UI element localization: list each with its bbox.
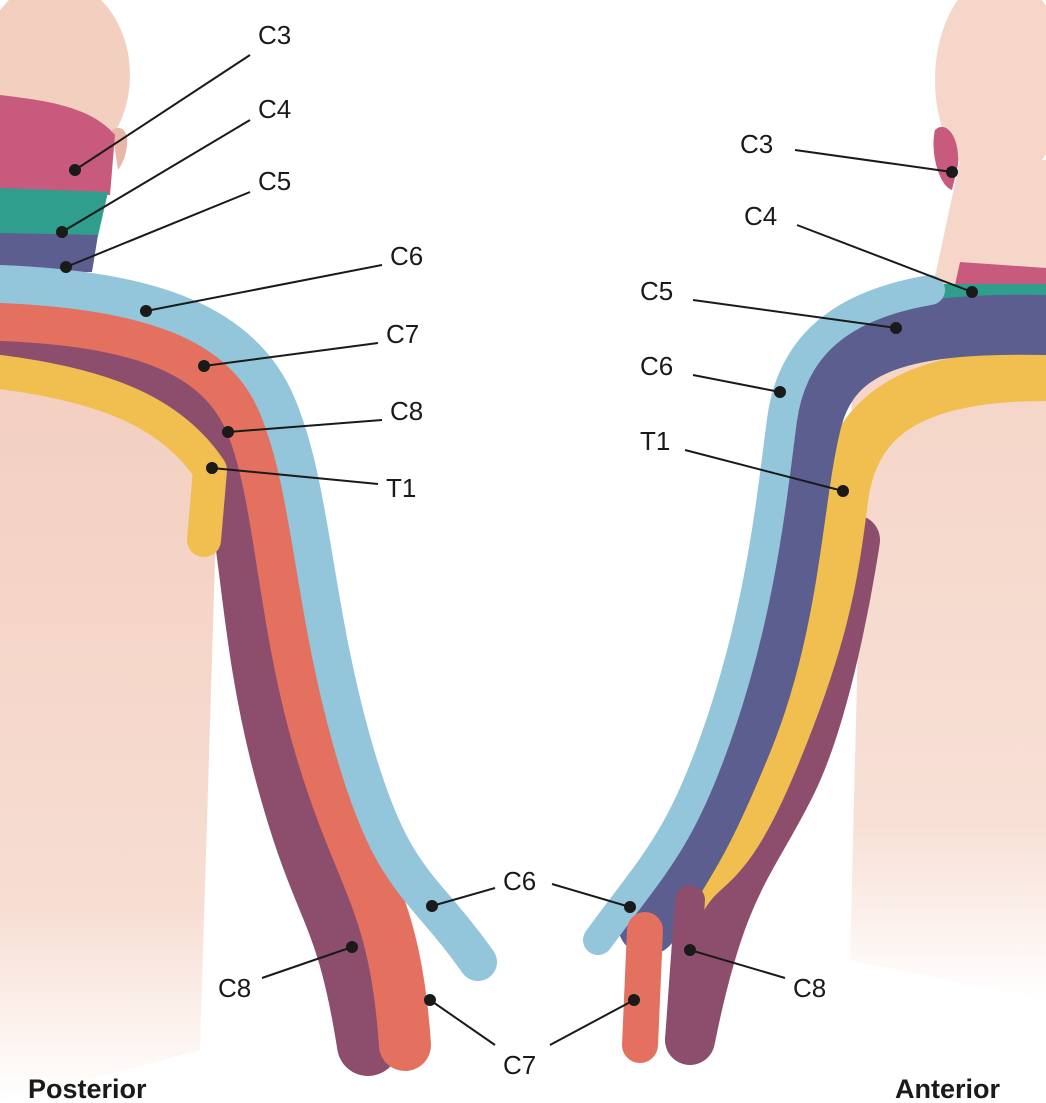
band-c6	[0, 265, 497, 981]
anterior-band-c5	[618, 294, 1046, 955]
posterior-label-c3: C3	[258, 20, 292, 50]
posterior-hand-label-c6: C6	[503, 866, 537, 896]
anterior-torso	[850, 300, 1046, 1000]
posterior-title: Posterior	[28, 1074, 147, 1103]
posterior-label-c5: C5	[258, 166, 292, 196]
anterior-label-t1: T1	[640, 426, 671, 456]
band-t1	[0, 355, 227, 557]
posterior-label-c4: C4	[258, 94, 292, 124]
posterior-label-c7: C7	[386, 319, 420, 349]
anterior-neck	[930, 160, 1046, 300]
anterior-hand-label-c8: C8	[793, 973, 827, 1003]
posterior-label-c6: C6	[390, 241, 424, 271]
posterior-label-c8: C8	[390, 396, 424, 426]
anterior-neck-c3	[955, 262, 1046, 285]
anterior-title: Anterior	[895, 1074, 1001, 1103]
leader-lines	[56, 54, 978, 1046]
anterior-label-c3: C3	[740, 129, 774, 159]
anterior-head	[935, 0, 1046, 185]
posterior-hand-label-c8: C8	[218, 973, 252, 1003]
anterior-figure	[583, 0, 1046, 1065]
anterior-band-c6	[583, 275, 945, 955]
posterior-figure	[0, 0, 497, 1103]
hand-label-c7: C7	[503, 1050, 537, 1080]
anterior-hand-c8	[665, 885, 705, 1055]
anterior-label-c5: C5	[640, 276, 674, 306]
posterior-label-t1: T1	[386, 473, 417, 503]
anterior-band-c7	[622, 912, 663, 1063]
band-c7	[0, 289, 431, 1071]
anterior-label-c6: C6	[640, 351, 674, 381]
band-c5	[0, 233, 98, 272]
band-c4	[0, 188, 108, 236]
posterior-torso	[0, 290, 230, 1103]
anterior-label-c4: C4	[744, 201, 778, 231]
band-c8	[0, 314, 399, 1076]
band-c3	[0, 95, 115, 195]
